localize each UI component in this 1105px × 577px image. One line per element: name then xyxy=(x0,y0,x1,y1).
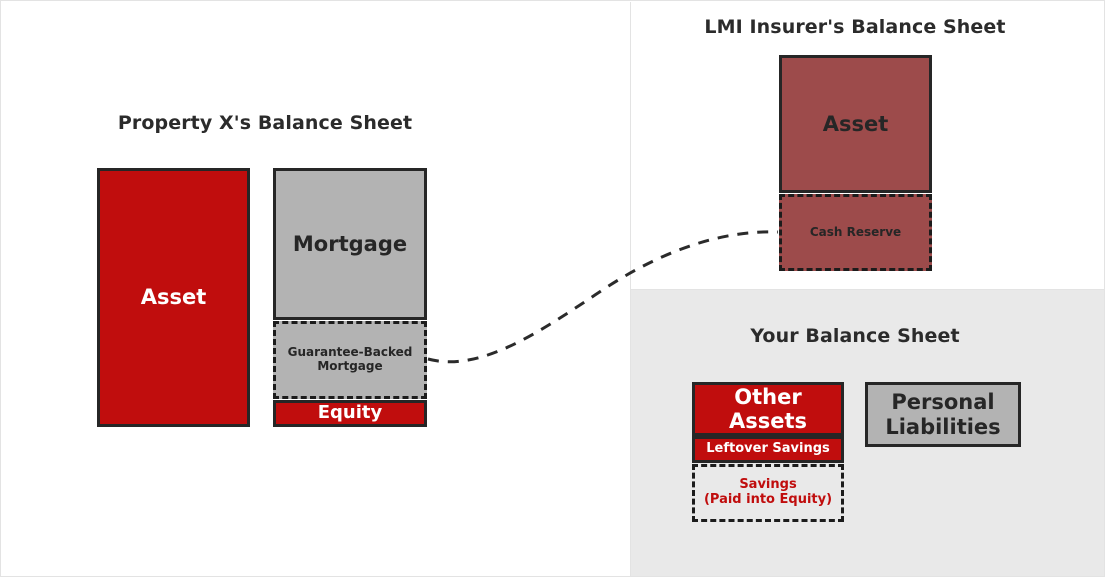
block-mortgage: Mortgage xyxy=(273,168,427,320)
block-property-asset: Asset xyxy=(97,168,250,427)
block-guarantee-backed-mortgage: Guarantee-Backed Mortgage xyxy=(273,321,427,399)
block-lmi-asset: Asset xyxy=(779,55,932,193)
savings-label-line-1: Savings xyxy=(739,477,797,493)
savings-label-line-2: (Paid into Equity) xyxy=(703,492,833,507)
personal-liabilities-line-1: Personal xyxy=(891,390,995,415)
block-cash-reserve: Cash Reserve xyxy=(779,194,932,271)
block-other-assets: Other Assets xyxy=(692,382,844,436)
guarantee-label-line-1: Guarantee-Backed xyxy=(287,345,413,360)
block-savings-paid-into-equity: Savings (Paid into Equity) xyxy=(692,464,844,522)
block-equity: Equity xyxy=(273,400,427,427)
guarantee-label-line-2: Mortgage xyxy=(317,359,383,373)
block-personal-liabilities: Personal Liabilities xyxy=(865,382,1021,447)
page-title-lmi: LMI Insurer's Balance Sheet xyxy=(704,16,1006,38)
personal-liabilities-line-2: Liabilities xyxy=(885,414,1001,439)
page-title-your: Your Balance Sheet xyxy=(750,325,960,347)
block-leftover-savings: Leftover Savings xyxy=(692,436,844,463)
page-title-property: Property X's Balance Sheet xyxy=(117,112,413,134)
